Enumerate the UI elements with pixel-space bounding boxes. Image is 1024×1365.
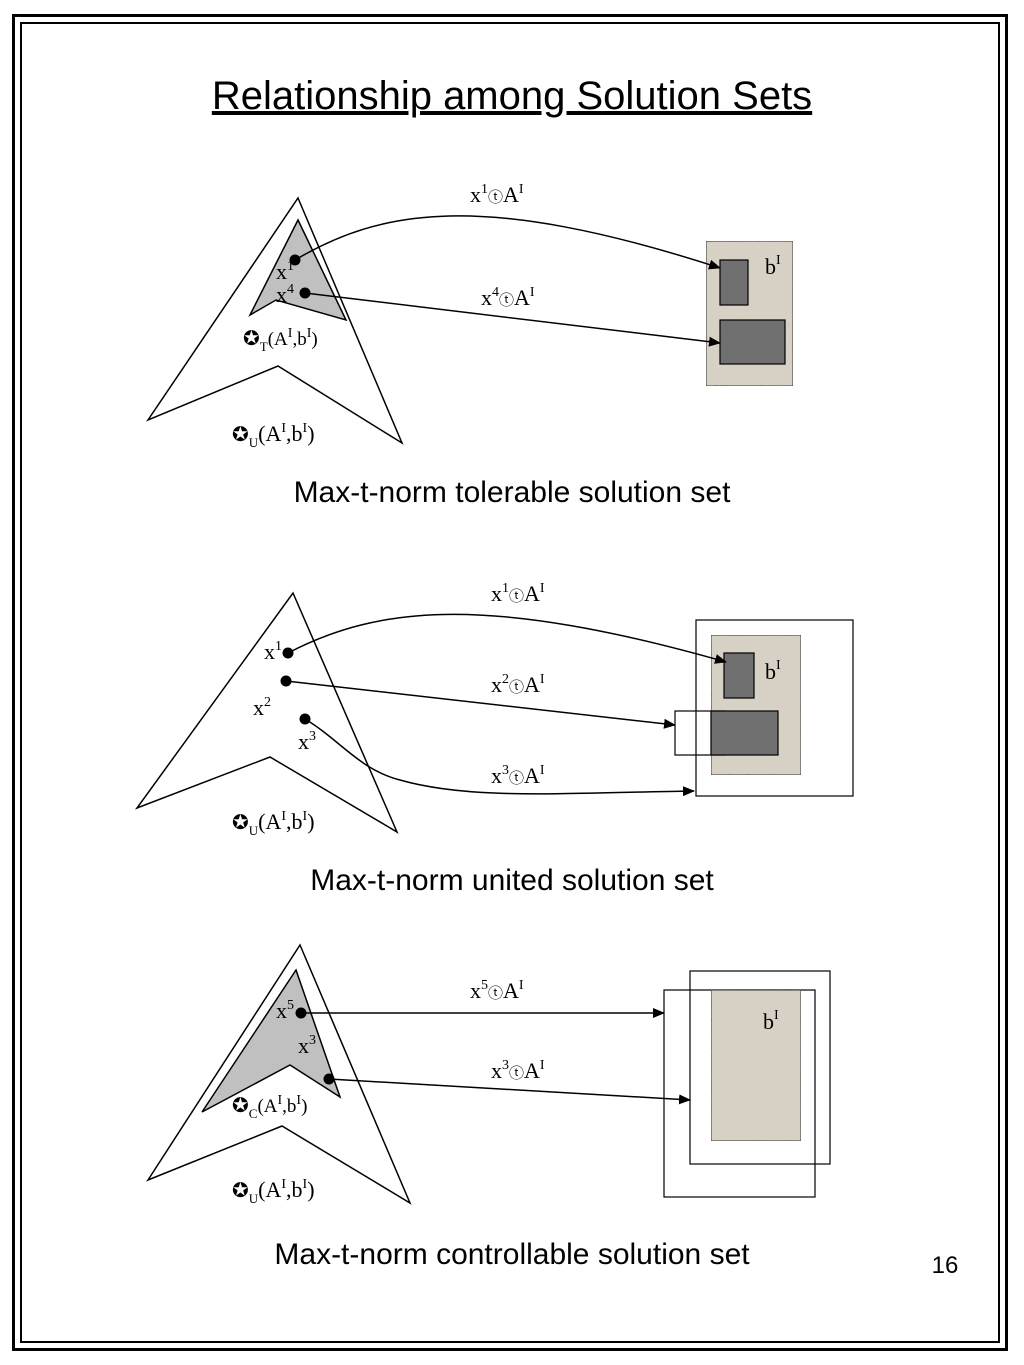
star-outline-icon: ✪ bbox=[232, 1178, 249, 1202]
set-label-tolerable: ✪T(AI,bI) bbox=[243, 326, 318, 354]
point-label-x4: x4 bbox=[276, 282, 294, 307]
point-x1 bbox=[289, 254, 301, 266]
page-title: Relationship among Solution Sets bbox=[211, 74, 813, 118]
set-label-united: ✪U(AI,bI) bbox=[232, 1177, 315, 1206]
point-label-x2: x2 bbox=[253, 695, 271, 720]
arrow-label-x3: x3ⓣAI bbox=[491, 763, 545, 788]
united-set-region bbox=[145, 196, 404, 445]
arrow-label-x1: x1ⓣAI bbox=[491, 581, 545, 606]
image-box-small bbox=[723, 652, 755, 699]
circled-t-icon: ⓣ bbox=[488, 188, 503, 206]
b-label: bI bbox=[763, 1008, 779, 1034]
point-label-x3: x3 bbox=[298, 729, 316, 754]
star-outline-icon: ✪ bbox=[232, 1093, 249, 1117]
arrow-x2 bbox=[285, 680, 676, 729]
point-x4 bbox=[299, 287, 311, 299]
image-box-small bbox=[719, 259, 749, 306]
point-label-x3: x3 bbox=[298, 1033, 316, 1058]
panel-controllable: x5 x3 x5ⓣAI x3ⓣAI bI ✪C(AI,bI) ✪U(AI,bI) bbox=[146, 943, 831, 1206]
arrow-label-x4: x4ⓣAI bbox=[481, 285, 535, 310]
arrow-x4 bbox=[304, 292, 721, 347]
arrow-x3 bbox=[328, 1078, 691, 1105]
arrow-x1 bbox=[294, 215, 721, 270]
arrow-label-x3: x3ⓣAI bbox=[491, 1058, 545, 1083]
arrow-label-x1: x1ⓣAI bbox=[470, 182, 524, 207]
arrow-x3 bbox=[304, 718, 695, 797]
circled-t-icon: ⓣ bbox=[499, 291, 514, 309]
united-set-region bbox=[146, 943, 412, 1205]
arrow-label-x5: x5ⓣAI bbox=[470, 978, 524, 1003]
point-x3 bbox=[323, 1073, 335, 1085]
b-label: bI bbox=[765, 658, 781, 684]
b-label: bI bbox=[765, 253, 781, 279]
united-set-region bbox=[134, 591, 399, 834]
point-label-x1: x1 bbox=[264, 639, 282, 664]
point-label-x5: x5 bbox=[276, 998, 294, 1023]
point-x2 bbox=[280, 675, 292, 687]
panel-tolerable: x1 x4 x1ⓣAI x4ⓣAI bI ✪T(AI,bI) ✪U(AI,bI) bbox=[145, 182, 794, 450]
b-interval-box bbox=[710, 989, 802, 1142]
point-label-x1: x1 bbox=[276, 259, 294, 284]
image-box-large bbox=[710, 710, 779, 756]
arrow-x1 bbox=[287, 613, 727, 664]
point-x1 bbox=[282, 647, 294, 659]
caption-united: Max-t-norm united solution set bbox=[310, 864, 714, 897]
circled-t-icon: ⓣ bbox=[509, 769, 524, 787]
arrow-label-x2: x2ⓣAI bbox=[491, 672, 545, 697]
circled-t-icon: ⓣ bbox=[509, 1064, 524, 1082]
circled-t-icon: ⓣ bbox=[488, 984, 503, 1002]
point-x5 bbox=[295, 1007, 307, 1019]
circled-t-icon: ⓣ bbox=[509, 678, 524, 696]
page-number: 16 bbox=[931, 1252, 959, 1279]
set-label-controllable: ✪C(AI,bI) bbox=[232, 1093, 307, 1121]
star-outline-icon: ✪ bbox=[232, 422, 249, 446]
set-label-united: ✪U(AI,bI) bbox=[232, 809, 315, 838]
star-outline-icon: ✪ bbox=[232, 810, 249, 834]
outer-frame bbox=[12, 14, 1008, 1351]
inner-frame bbox=[20, 22, 1000, 1343]
star-outline-icon: ✪ bbox=[243, 326, 260, 350]
controllable-set-region bbox=[201, 968, 342, 1113]
set-label-united: ✪U(AI,bI) bbox=[232, 421, 315, 450]
caption-controllable: Max-t-norm controllable solution set bbox=[274, 1238, 750, 1271]
outer-image-box-b bbox=[689, 970, 831, 1165]
panel-united: x1 x2 x3 x1ⓣAI x2ⓣAI x3ⓣAI bI ✪U(AI,bI) bbox=[134, 581, 854, 838]
image-box-large bbox=[719, 319, 786, 365]
point-x3 bbox=[299, 713, 311, 725]
caption-tolerable: Max-t-norm tolerable solution set bbox=[293, 476, 731, 509]
circled-t-icon: ⓣ bbox=[509, 587, 524, 605]
